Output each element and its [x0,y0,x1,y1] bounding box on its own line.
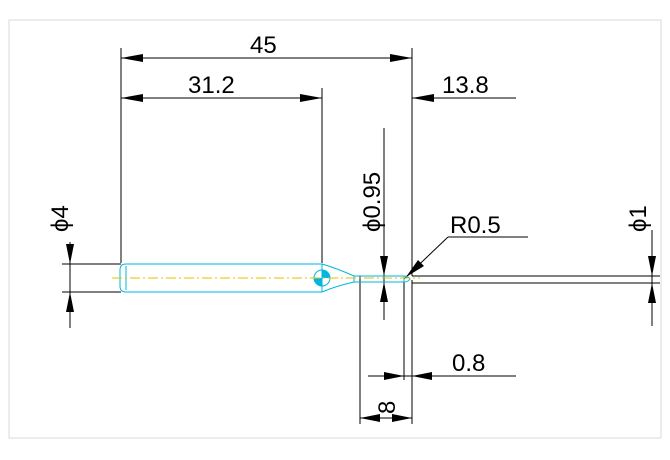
tip-diameter-label: ϕ1 [625,205,652,232]
dim-overall-length: 45 [121,32,412,62]
dim-shank-diameter: ϕ4 [47,205,74,328]
dim-flute-length: 0.8 [368,350,516,380]
endmill-part [112,263,420,293]
shank-length-label: 31.2 [188,72,235,99]
reach-length-label: 8 [374,401,401,414]
dim-corner-radius: R0.5 [403,212,528,280]
neck-length-label: 13.8 [442,72,489,99]
extension-lines [62,48,413,424]
hatch-quadrant-b [314,278,322,286]
corner-radius-label: R0.5 [450,212,501,239]
overall-length-label: 45 [250,32,277,59]
dim-neck-diameter: ϕ0.95 [359,128,388,320]
dim-shank-length: 31.2 [121,72,322,102]
shank-diameter-label: ϕ4 [47,205,74,232]
drawing-frame [8,19,662,439]
hatch-quadrant-a [322,270,330,278]
dim-reach-length: 8 [360,401,412,422]
neck-diameter-label: ϕ0.95 [359,172,386,232]
tip-extension [412,275,660,284]
flute-length-label: 0.8 [452,350,485,377]
dim-tip-diameter: ϕ1 [625,205,656,326]
dim-neck-length: 13.8 [412,72,516,102]
